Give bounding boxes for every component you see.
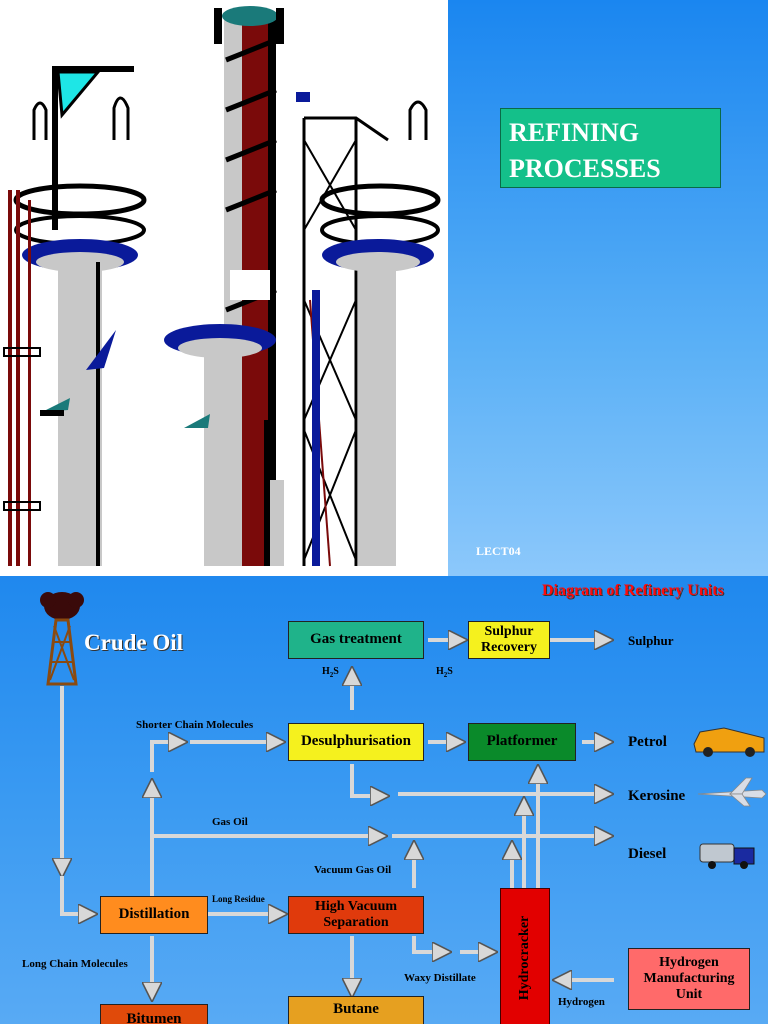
gas-oil-label: Gas Oil bbox=[212, 816, 248, 828]
refinery-towers-icon bbox=[3, 6, 441, 567]
hydrocracker-box: Hydrocracker bbox=[500, 888, 550, 1024]
crude-oil-label: Crude Oil bbox=[84, 630, 184, 655]
flow-lines bbox=[62, 640, 614, 1000]
vacuum-gas-oil-label: Vacuum Gas Oil bbox=[314, 864, 392, 876]
h2s-label-right: H2S bbox=[436, 666, 453, 679]
high-vacuum-separation-box: High Vacuum Separation bbox=[288, 896, 424, 934]
flow-arrows bbox=[40, 592, 767, 1024]
truck-icon bbox=[699, 843, 755, 869]
plane-icon bbox=[697, 777, 767, 807]
platformer-box: Platformer bbox=[468, 723, 576, 761]
title-panel bbox=[448, 0, 768, 576]
slide-title: REFINING PROCESSES bbox=[500, 108, 721, 188]
car-icon bbox=[693, 727, 765, 757]
sulphur-recovery-box: Sulphur Recovery bbox=[468, 621, 550, 659]
oil-derrick-icon bbox=[40, 592, 84, 686]
product-petrol: Petrol bbox=[628, 734, 667, 750]
diagram-title: Diagram of Refinery Units bbox=[542, 582, 724, 599]
slide-footer: LECT04 bbox=[476, 544, 521, 558]
bitumen-box: Bitumen bbox=[100, 1004, 208, 1024]
gas-treatment-box: Gas treatment bbox=[288, 621, 424, 659]
hydrogen-manufacturing-unit-box: Hydrogen Manufacturing Unit bbox=[628, 948, 750, 1010]
distillation-box: Distillation bbox=[100, 896, 208, 934]
butane-box: Butane bbox=[288, 996, 424, 1024]
hydrogen-label: Hydrogen bbox=[558, 996, 605, 1008]
desulphurisation-box: Desulphurisation bbox=[288, 723, 424, 761]
h2s-label-left: H2S bbox=[322, 666, 339, 679]
shorter-chain-label: Shorter Chain Molecules bbox=[136, 719, 254, 731]
long-chain-label: Long Chain Molecules bbox=[22, 958, 128, 970]
refinery-diagram-slide: Diagram of Refinery Units Crude Oil Gas … bbox=[0, 576, 768, 1024]
product-diesel: Diesel bbox=[628, 846, 667, 862]
title-slide: REFINING PROCESSES LECT04 bbox=[3, 0, 768, 576]
waxy-distillate-label: Waxy Distillate bbox=[404, 972, 476, 984]
product-sulphur: Sulphur bbox=[628, 633, 674, 648]
long-residue-label: Long Residue bbox=[212, 894, 265, 904]
product-kerosine: Kerosine bbox=[628, 788, 686, 804]
